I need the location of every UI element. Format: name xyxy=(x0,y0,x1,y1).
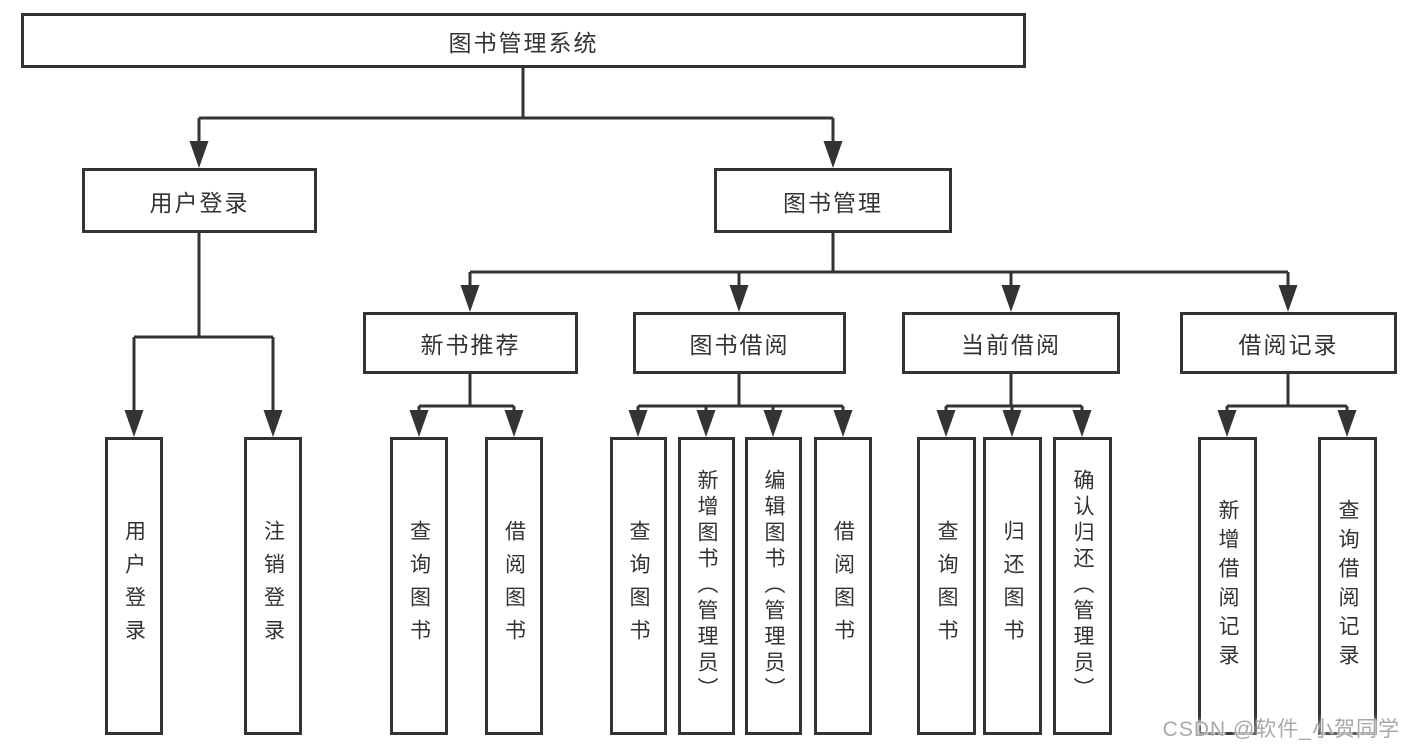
node-label: 查询图书 xyxy=(627,520,650,652)
leaf-borrow-books-borrowing: 借阅图书 xyxy=(814,437,872,735)
node-user-login: 用户登录 xyxy=(82,168,317,233)
leaf-add-books-admin: 新增图书（管理员） xyxy=(678,437,735,735)
node-label: 用户登录 xyxy=(122,520,146,652)
node-current-borrowing: 当前借阅 xyxy=(902,312,1120,374)
node-label: 归还图书 xyxy=(1001,520,1024,652)
leaf-edit-books-admin: 编辑图书（管理员） xyxy=(745,437,802,735)
leaf-query-borrow-record: 查询借阅记录 xyxy=(1318,437,1377,735)
leaf-borrow-books-recommend: 借阅图书 xyxy=(485,437,543,735)
node-label: 新增图书（管理员） xyxy=(695,469,718,703)
node-label: 新增借阅记录 xyxy=(1216,499,1239,673)
leaf-return-books: 归还图书 xyxy=(983,437,1042,735)
node-label: 查询借阅记录 xyxy=(1336,499,1359,673)
leaf-query-books-borrowing: 查询图书 xyxy=(610,437,667,735)
leaf-user-login: 用户登录 xyxy=(105,437,163,735)
node-book-borrowing: 图书借阅 xyxy=(633,312,846,374)
leaf-query-books-current: 查询图书 xyxy=(917,437,976,735)
node-label: 查询图书 xyxy=(935,520,958,652)
leaf-query-books-recommend: 查询图书 xyxy=(390,437,448,735)
node-library-management-system: 图书管理系统 xyxy=(21,13,1026,68)
node-label: 编辑图书（管理员） xyxy=(762,469,785,703)
node-label: 注销登录 xyxy=(261,520,285,652)
leaf-add-borrow-record: 新增借阅记录 xyxy=(1198,437,1257,735)
csdn-watermark: CSDN @软件_小贺同学 xyxy=(1162,718,1400,741)
node-label: 查询图书 xyxy=(407,520,431,652)
node-new-book-recommend: 新书推荐 xyxy=(363,312,578,374)
node-label: 借阅图书 xyxy=(502,520,526,652)
leaf-logout: 注销登录 xyxy=(244,437,302,735)
leaf-confirm-return-admin: 确认归还（管理员） xyxy=(1053,437,1112,735)
node-book-management: 图书管理 xyxy=(714,168,952,233)
node-label: 借阅图书 xyxy=(831,520,855,652)
node-borrowing-records: 借阅记录 xyxy=(1180,312,1397,374)
node-label: 确认归还（管理员） xyxy=(1071,469,1094,703)
